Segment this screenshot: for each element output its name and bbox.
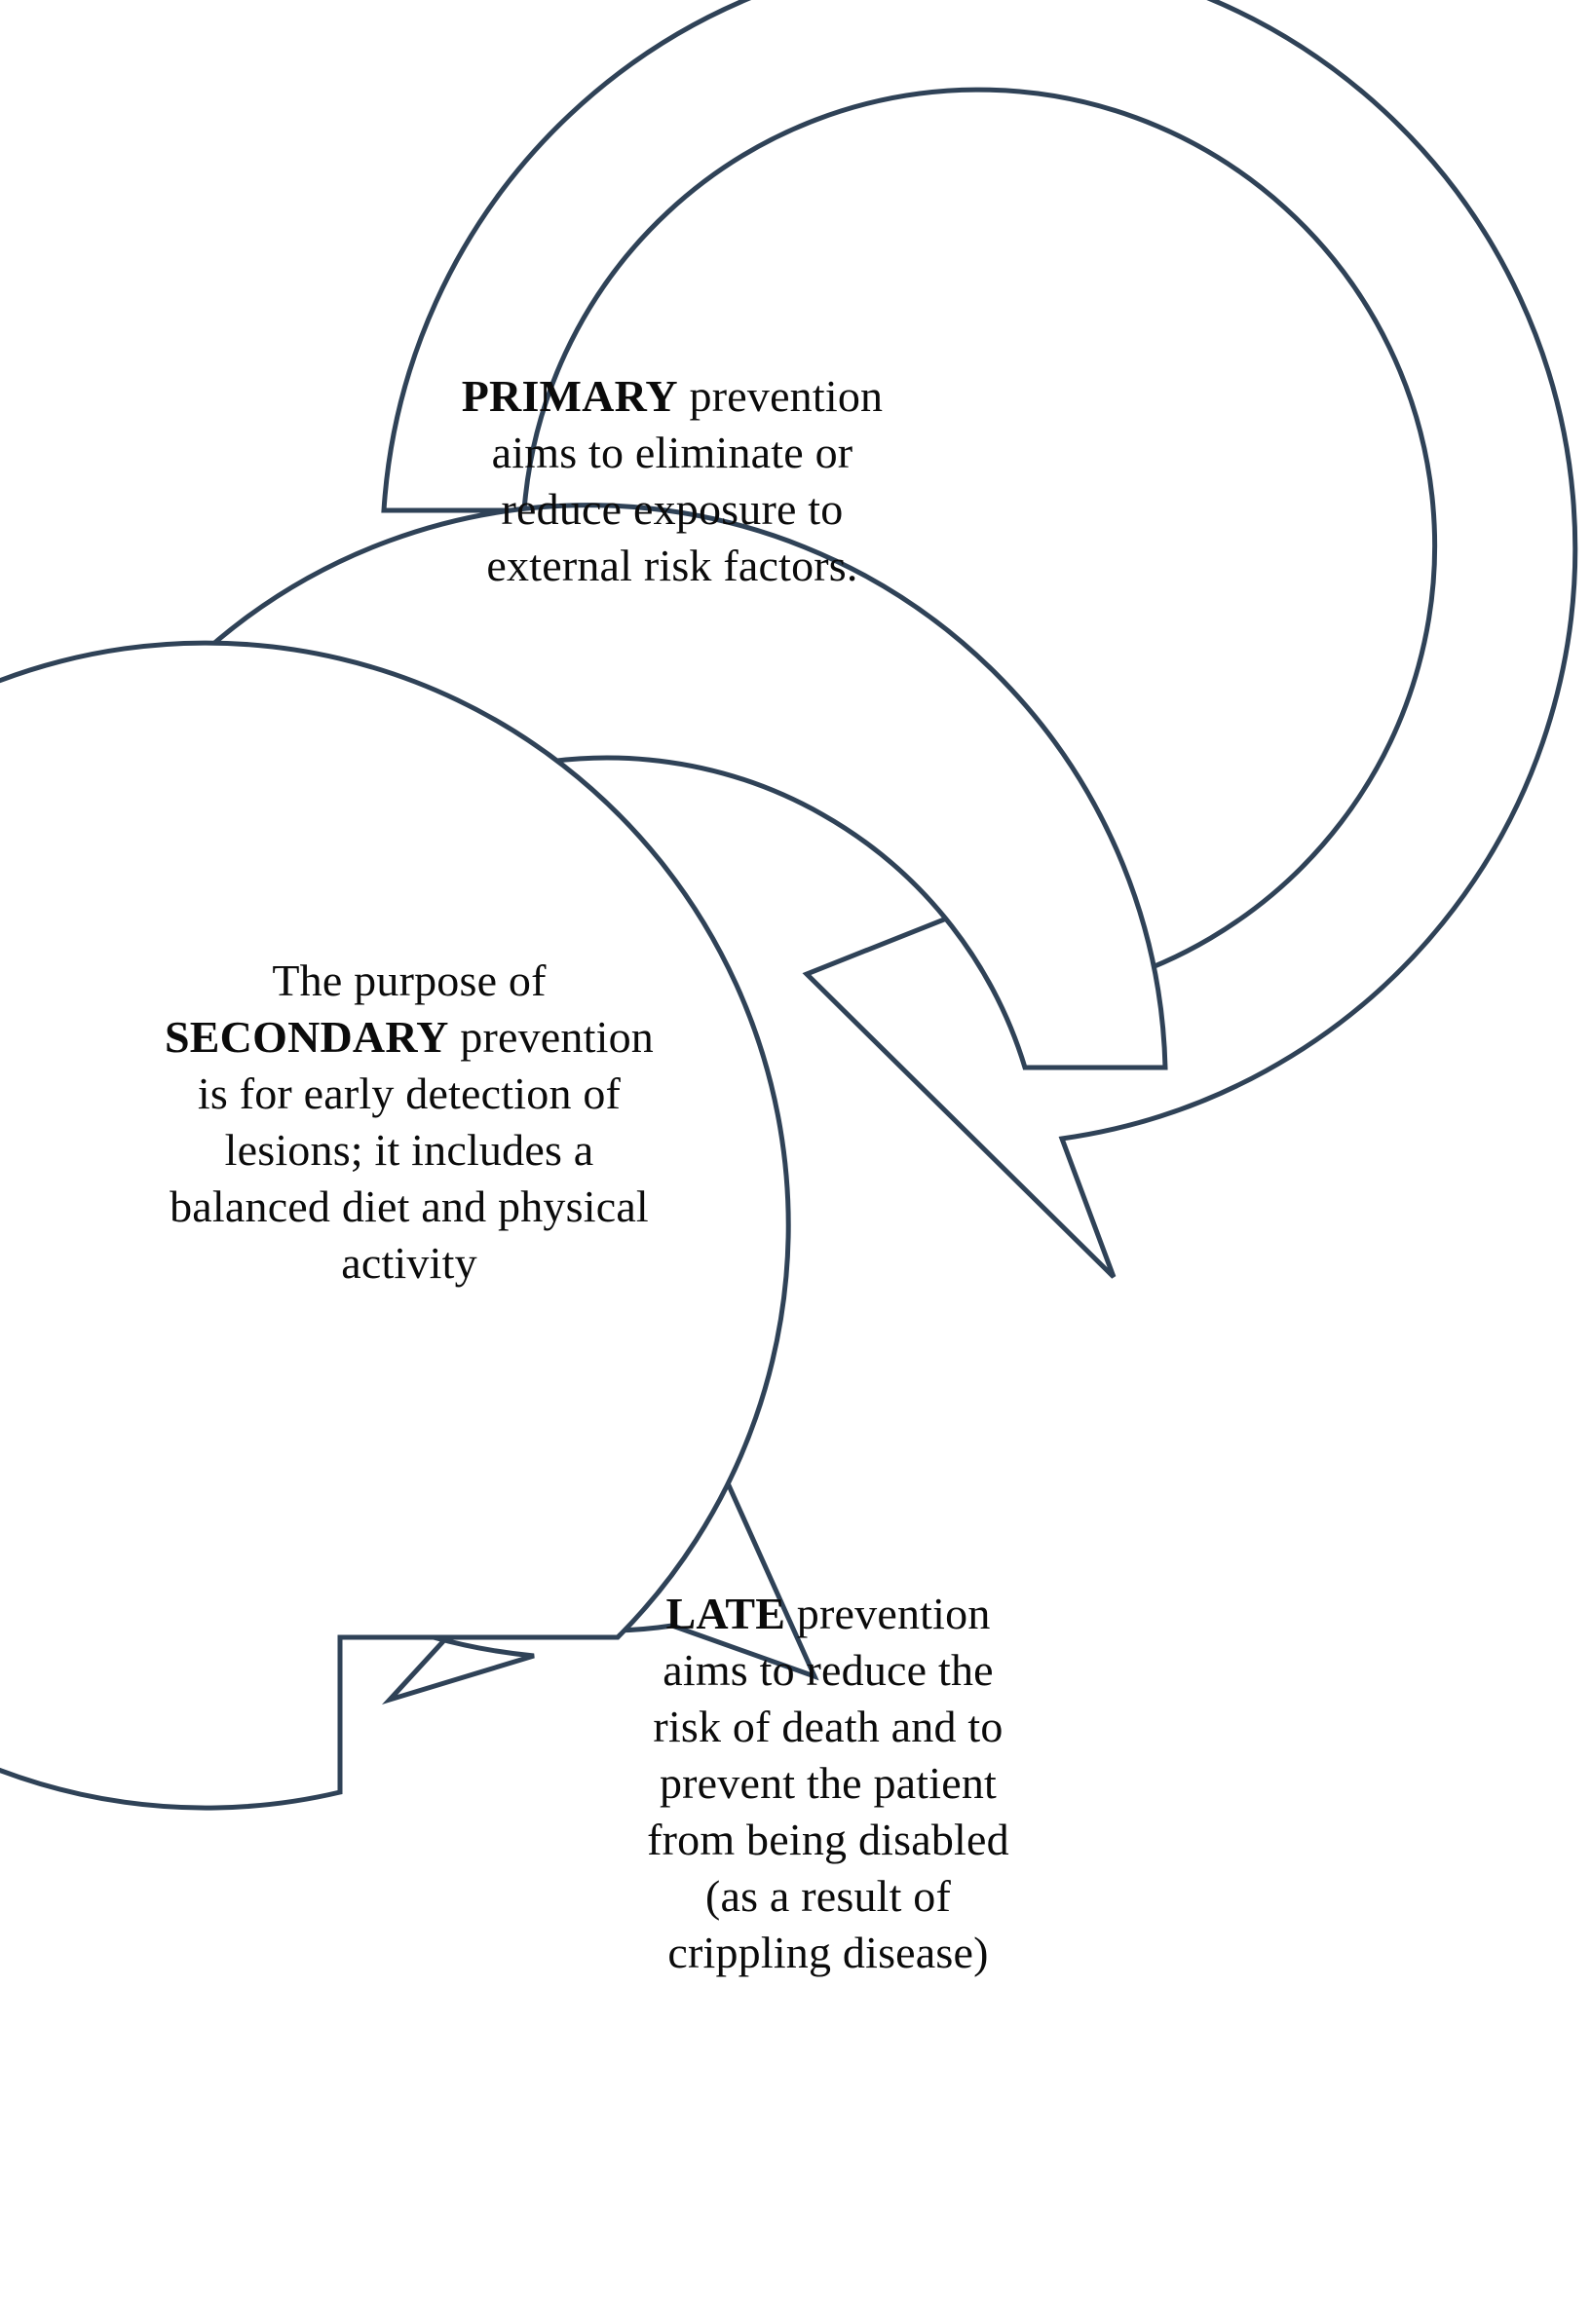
late-circular-arrow xyxy=(0,640,791,1811)
late-emphasis-label: LATE xyxy=(665,1588,786,1638)
secondary-prevention-text: The purpose of SECONDARY prevention is f… xyxy=(136,896,682,1292)
secondary-lead-text: The purpose of xyxy=(272,955,547,1005)
primary-emphasis-label: PRIMARY xyxy=(461,370,678,421)
late-prevention-text: LATE prevention aims to reduce the risk … xyxy=(585,1529,1072,1981)
secondary-body-text: prevention is for early detection of les… xyxy=(170,1011,654,1288)
primary-body-text: prevention aims to eliminate or reduce e… xyxy=(486,370,884,590)
primary-prevention-text: PRIMARY prevention aims to eliminate or … xyxy=(429,312,916,594)
primary-circular-arrow xyxy=(381,0,1578,1279)
secondary-emphasis-label: SECONDARY xyxy=(165,1011,449,1062)
late-body-text: prevention aims to reduce the risk of de… xyxy=(647,1588,1009,1977)
